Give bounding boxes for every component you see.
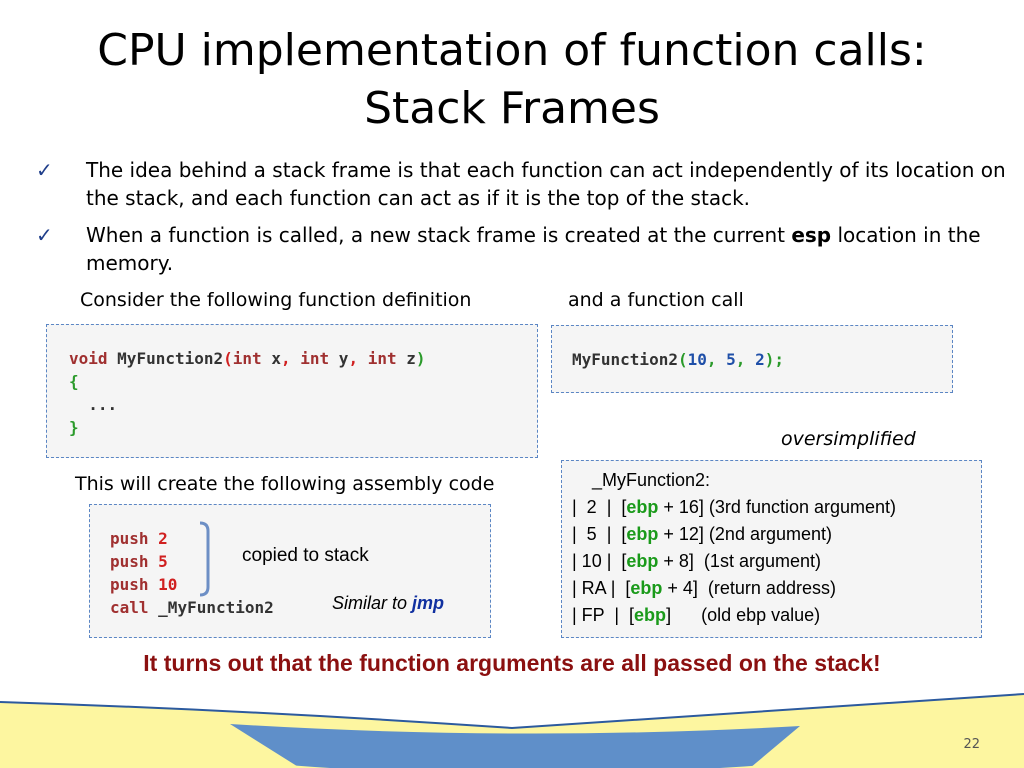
- footer-wave-decoration: [0, 693, 1024, 768]
- row-pre: | FP | [: [572, 605, 635, 625]
- stack-frame-header: _MyFunction2:: [592, 470, 711, 490]
- code-token: ,: [280, 349, 291, 368]
- code-token: int: [367, 349, 397, 368]
- code-token: MyFunction2: [572, 350, 678, 369]
- code-token: ): [415, 349, 426, 368]
- copied-to-stack-label: copied to stack: [242, 545, 369, 566]
- asm-op: push: [110, 529, 149, 548]
- ebp-register: ebp: [634, 605, 667, 625]
- asm-arg: 10: [158, 575, 178, 594]
- code-token: 2: [755, 350, 765, 369]
- bullet-2-text: When a function is called, a new stack f…: [86, 221, 1016, 277]
- code-token: ,: [348, 349, 359, 368]
- slide-title-line1: CPU implementation of function calls:: [97, 25, 927, 76]
- code-token: );: [764, 350, 784, 369]
- ebp-register: ebp: [626, 524, 659, 544]
- bullet-2: ✓ When a function is called, a new stack…: [36, 221, 996, 277]
- asm-op: push: [110, 575, 149, 594]
- asm-arg: _MyFunction2: [158, 598, 274, 617]
- code-token: void: [69, 349, 108, 368]
- row-pre: | 2 | [: [572, 497, 627, 517]
- stack-frame-row: | RA | [ebp + 4] (return address): [572, 575, 896, 602]
- code-token: (: [677, 350, 688, 369]
- bullet-1: ✓ The idea behind a stack frame is that …: [36, 156, 1006, 212]
- conclusion-text: It turns out that the function arguments…: [143, 650, 881, 676]
- row-post: + 16] (3rd function argument): [658, 497, 897, 517]
- checkmark-icon: ✓: [36, 158, 53, 182]
- row-post: + 4] (return address): [662, 578, 836, 598]
- stack-frame-row: | 10 | [ebp + 8] (1st argument): [572, 548, 896, 575]
- row-pre: | RA | [: [572, 578, 631, 598]
- stack-frame-row: | 2 | [ebp + 16] (3rd function argument): [572, 494, 896, 521]
- caption-call: and a function call: [568, 289, 744, 311]
- slide-title-line2: Stack Frames: [364, 83, 660, 134]
- code-token: z: [406, 349, 416, 368]
- checkmark-icon: ✓: [36, 223, 53, 247]
- caption-definition: Consider the following function definiti…: [80, 289, 472, 311]
- asm-op: call: [110, 598, 149, 617]
- code-token: }: [69, 418, 79, 437]
- code-token: int: [300, 349, 330, 368]
- jmp-keyword: jmp: [412, 593, 445, 613]
- caption-assembly: This will create the following assembly …: [75, 473, 495, 495]
- bullet-2-text-part: When a function is called, a new stack f…: [86, 223, 792, 247]
- bracket-icon: [199, 521, 210, 597]
- code-token: 5: [726, 350, 736, 369]
- code-token: ,: [735, 350, 746, 369]
- code-token: ,: [706, 350, 717, 369]
- asm-arg: 2: [158, 529, 168, 548]
- code-token: x: [271, 349, 281, 368]
- stack-frame-text: _MyFunction2: | 2 | [ebp + 16] (3rd func…: [572, 467, 896, 629]
- code-token: {: [69, 372, 79, 391]
- row-post: + 12] (2nd argument): [658, 524, 832, 544]
- code-token: y: [338, 349, 349, 368]
- slide-title: CPU implementation of function calls: St…: [0, 22, 1024, 138]
- asm-op: push: [110, 552, 149, 571]
- esp-keyword: esp: [791, 223, 832, 247]
- asm-arg: 5: [158, 552, 168, 571]
- ebp-register: ebp: [630, 578, 663, 598]
- oversimplified-label: oversimplified: [781, 428, 916, 450]
- function-definition-box: void MyFunction2(int x, int y, int z) { …: [46, 324, 538, 458]
- stack-frame-box: _MyFunction2: | 2 | [ebp + 16] (3rd func…: [561, 460, 982, 638]
- page-number: 22: [963, 737, 980, 752]
- function-call-box: MyFunction2(10, 5, 2);: [551, 325, 953, 393]
- code-token: MyFunction2: [117, 349, 224, 368]
- row-post: + 8] (1st argument): [658, 551, 821, 571]
- row-pre: | 10 | [: [572, 551, 627, 571]
- stack-frame-row: | FP | [ebp] (old ebp value): [572, 602, 896, 629]
- bullet-2-text-part: location in the memory.: [86, 223, 981, 275]
- assembly-code: push 2 push 5 push 10 call _MyFunction2: [110, 527, 274, 619]
- row-pre: | 5 | [: [572, 524, 627, 544]
- bullet-1-text: The idea behind a stack frame is that ea…: [86, 158, 1006, 210]
- function-call-code: MyFunction2(10, 5, 2);: [572, 348, 784, 371]
- code-token: 10: [687, 350, 707, 369]
- row-post: ] (old ebp value): [666, 605, 821, 625]
- similar-to-jmp-label: Similar to jmp: [332, 593, 444, 614]
- code-token: (: [223, 349, 233, 368]
- ebp-register: ebp: [626, 497, 659, 517]
- similar-to-text: Similar to: [332, 593, 413, 613]
- code-token: ...: [88, 395, 118, 414]
- code-token: int: [232, 349, 262, 368]
- stack-frame-row: | 5 | [ebp + 12] (2nd argument): [572, 521, 896, 548]
- ebp-register: ebp: [626, 551, 659, 571]
- assembly-box: push 2 push 5 push 10 call _MyFunction2 …: [89, 504, 491, 638]
- function-definition-code: void MyFunction2(int x, int y, int z) { …: [69, 347, 426, 439]
